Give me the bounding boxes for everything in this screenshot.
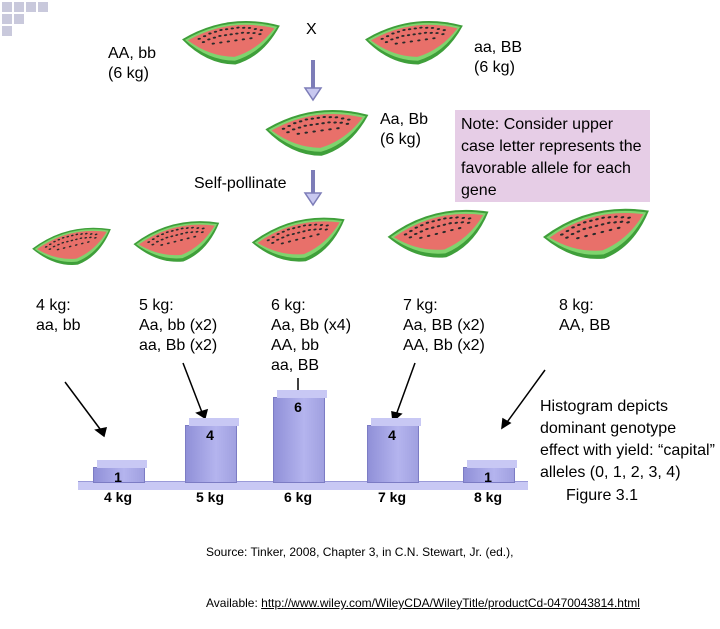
histogram-bar-top — [189, 418, 239, 426]
source-citation: Source: Tinker, 2008, Chapter 3, in C.N.… — [206, 510, 640, 629]
pointer-arrow-8kg — [504, 369, 546, 426]
offspring-weight: 5 kg: — [139, 297, 174, 314]
arrow-down-icon — [303, 60, 323, 102]
melon-6kg — [249, 209, 353, 273]
parent-left-weight: (6 kg) — [108, 65, 149, 82]
histogram-category-label: 5 kg — [195, 489, 224, 505]
offspring-7kg: 7 kg: Aa, BB (x2) AA, Bb (x2) — [403, 296, 485, 356]
melon-parent-right — [363, 15, 468, 72]
melon-7kg — [384, 200, 497, 270]
parent-left-genotype: AA, bb — [108, 45, 157, 62]
figure-label: Figure 3.1 — [566, 487, 639, 504]
histogram-bar-value: 1 — [484, 469, 492, 485]
source-link[interactable]: http://www.wiley.com/WileyCDA/WileyTitle… — [261, 596, 640, 610]
note-box: Note: Consider upper case letter represe… — [455, 110, 650, 202]
source-line-1: Source: Tinker, 2008, Chapter 3, in C.N.… — [206, 545, 514, 559]
offspring-genotype: AA, bb — [271, 337, 320, 354]
histogram-bar-value: 4 — [388, 427, 396, 443]
melon-5kg — [131, 213, 227, 273]
source-prefix: Available: — [206, 596, 262, 610]
histogram-bar-top — [97, 460, 147, 468]
offspring-genotype: Aa, BB (x2) — [403, 317, 485, 334]
histogram-category-label: 6 kg — [283, 489, 312, 505]
f1-weight: (6 kg) — [380, 131, 421, 148]
offspring-weight: 4 kg: — [36, 297, 71, 314]
offspring-genotype: AA, Bb (x2) — [403, 337, 485, 354]
source-line-2: Available: http://www.wiley.com/WileyCDA… — [206, 595, 640, 612]
histogram-bar — [273, 397, 325, 483]
pointer-arrow-7kg — [394, 362, 416, 419]
histogram-bar-top — [371, 418, 421, 426]
offspring-genotype: Aa, Bb (x4) — [271, 317, 352, 334]
offspring-4kg: 4 kg: aa, bb — [36, 296, 80, 336]
offspring-genotype: AA, BB — [559, 317, 611, 334]
parent-right-weight: (6 kg) — [474, 59, 515, 76]
offspring-5kg: 5 kg: Aa, bb (x2) aa, Bb (x2) — [139, 296, 217, 356]
histogram-description: Histogram depicts dominant genotype effe… — [540, 398, 715, 481]
self-pollinate-label: Self-pollinate — [194, 175, 287, 192]
offspring-genotype: aa, BB — [271, 357, 320, 374]
offspring-8kg: 8 kg: AA, BB — [559, 296, 611, 336]
histogram-bar-top — [277, 390, 327, 398]
melon-4kg — [30, 220, 118, 275]
melon-parent-left — [180, 15, 285, 72]
histogram-bar-value: 1 — [114, 469, 122, 485]
offspring-weight: 7 kg: — [403, 297, 438, 314]
histogram-category-label: 8 kg — [473, 489, 502, 505]
pointer-arrow-4kg — [64, 381, 104, 434]
histogram-bar-value: 4 — [206, 427, 214, 443]
offspring-genotype: aa, Bb (x2) — [139, 337, 218, 354]
f1-genotype: Aa, Bb — [380, 111, 429, 128]
corner-decoration — [2, 2, 48, 36]
offspring-genotype: Aa, bb (x2) — [139, 317, 218, 334]
offspring-weight: 8 kg: — [559, 297, 594, 314]
offspring-weight: 6 kg: — [271, 297, 306, 314]
parent-right-genotype: aa, BB — [474, 39, 523, 56]
histogram-category-label: 4 kg — [103, 489, 132, 505]
offspring-genotype: aa, bb — [36, 317, 81, 334]
histogram-bar — [367, 425, 419, 483]
histogram-bar — [185, 425, 237, 483]
melon-f1 — [263, 103, 374, 163]
histogram-bar-value: 6 — [294, 399, 302, 415]
pointer-arrow-5kg — [182, 362, 204, 416]
melon-8kg — [540, 199, 658, 272]
histogram-bar-top — [467, 460, 517, 468]
offspring-6kg: 6 kg: Aa, Bb (x4) AA, bb aa, BB — [271, 296, 351, 376]
arrow-down-icon — [303, 170, 323, 207]
cross-symbol: X — [306, 21, 317, 38]
histogram-category-label: 7 kg — [377, 489, 406, 505]
